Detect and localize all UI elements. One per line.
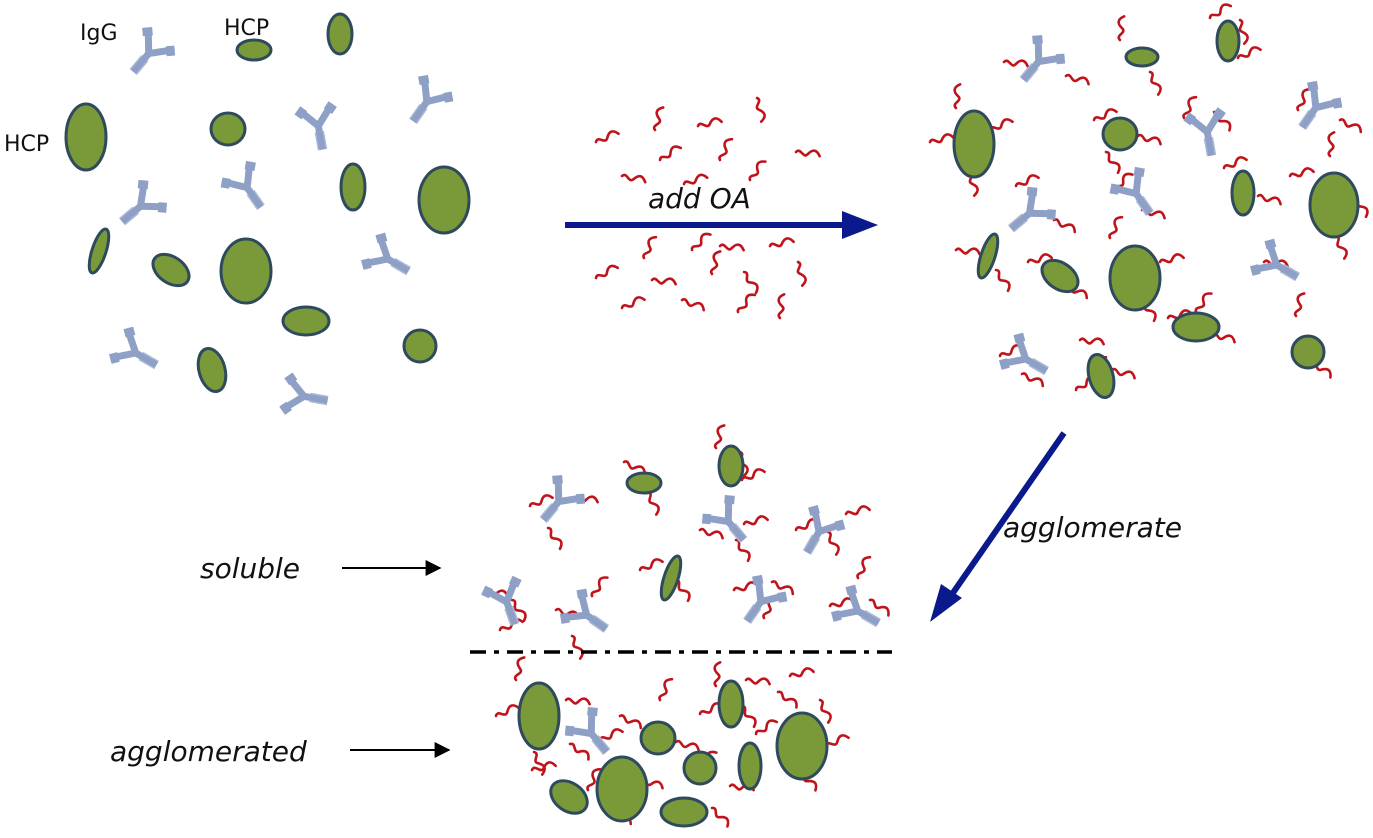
hcp-particle — [64, 102, 108, 172]
oa-molecule — [714, 135, 735, 163]
hcp-particle — [682, 750, 718, 786]
hcp-particle — [1101, 116, 1139, 152]
oa-molecule — [650, 274, 678, 288]
oa-molecule — [656, 142, 683, 163]
hcp-particle — [976, 232, 1000, 280]
igg-antibody — [483, 578, 532, 631]
igg-antibody — [297, 104, 340, 153]
oa-molecule — [638, 233, 659, 261]
label-hcp-left: HCP — [4, 132, 49, 157]
hcp-particle — [595, 755, 649, 823]
panel-oa-coated-mixture — [927, 0, 1372, 399]
hcp-particle — [1171, 311, 1221, 343]
label-add-oa: add OA — [648, 182, 751, 215]
hcp-particle — [517, 681, 561, 751]
hcp-particle — [1215, 19, 1241, 63]
igg-antibody — [119, 27, 174, 83]
oa-molecule — [620, 170, 648, 186]
igg-antibody — [832, 586, 887, 639]
igg-antibody — [1000, 187, 1056, 242]
oa-molecule — [767, 236, 796, 250]
hcp-particle — [1124, 46, 1160, 68]
hcp-particle — [659, 554, 683, 602]
igg-antibody — [110, 328, 165, 381]
hcp-particle — [326, 12, 354, 56]
oa-molecule — [592, 262, 620, 281]
igg-antibody — [1111, 168, 1165, 224]
hcp-particle — [1086, 353, 1116, 399]
panel-soluble-fraction — [482, 422, 893, 661]
igg-antibodies-soluble — [483, 475, 887, 643]
oa-molecule — [741, 268, 762, 295]
oa-molecule — [687, 229, 713, 253]
hcp-particle — [625, 471, 663, 495]
add-oa-arrow — [565, 211, 878, 239]
label-agglomerate: agglomerate — [1003, 511, 1182, 544]
hcp-particle — [281, 305, 331, 337]
igg-antibody — [561, 590, 617, 644]
hcp-particle — [775, 711, 829, 781]
hcp-particle — [639, 720, 677, 756]
oa-molecule — [745, 157, 769, 183]
igg-antibody — [222, 162, 276, 218]
panel-initial-mixture: IgG HCP HCP — [4, 12, 471, 418]
igg-antibody — [362, 234, 417, 287]
oa-molecule — [794, 259, 808, 288]
oa-molecule — [706, 248, 724, 276]
oa-molecule — [695, 116, 724, 130]
label-hcp-top: HCP — [224, 16, 269, 41]
oa-coating-soluble — [482, 422, 893, 661]
oa-molecule — [619, 294, 647, 311]
igg-antibody — [398, 76, 452, 132]
igg-antibody — [111, 180, 167, 235]
oa-molecule — [718, 240, 746, 254]
oa-molecule — [753, 95, 767, 124]
hcp-particle — [1308, 171, 1360, 239]
hcp-particle — [235, 38, 273, 62]
hcp-particle — [952, 109, 996, 179]
hcp-particle — [151, 252, 191, 288]
oa-molecule — [774, 292, 788, 320]
oa-molecule — [593, 128, 621, 145]
oa-molecule — [679, 294, 707, 314]
hcp-particle — [737, 741, 763, 791]
hcp-particle — [196, 346, 228, 394]
hcp-particle — [417, 165, 471, 235]
igg-antibody — [1251, 240, 1306, 293]
hcp-particles-panel2 — [952, 19, 1360, 399]
igg-antibody — [282, 375, 331, 418]
oa-molecule — [733, 290, 758, 315]
oa-molecule — [794, 146, 822, 160]
igg-antibody — [1186, 110, 1229, 159]
igg-antibody — [1287, 82, 1341, 138]
hcp-particle — [219, 237, 273, 305]
hcp-particle — [87, 227, 111, 275]
label-soluble: soluble — [200, 552, 300, 585]
agglomerate-arrow — [930, 431, 1067, 622]
hcp-particles — [64, 12, 471, 394]
hcp-particle — [659, 796, 709, 828]
hcp-particle — [1108, 244, 1162, 312]
igg-antibodies-panel2 — [1000, 35, 1342, 386]
hcp-particle — [549, 779, 589, 815]
hcp-particle — [1230, 169, 1256, 217]
hcp-particle — [1040, 258, 1080, 294]
hcp-particles-soluble — [625, 444, 745, 602]
igg-antibodies — [110, 27, 452, 418]
igg-antibody — [732, 576, 786, 632]
label-igg: IgG — [80, 21, 118, 46]
label-agglomerated: agglomerated — [110, 735, 307, 768]
hcp-particle — [339, 162, 367, 212]
hcp-particle — [717, 679, 745, 729]
hcp-particle — [717, 444, 745, 488]
hcp-particle — [402, 328, 438, 364]
oa-molecule — [649, 104, 667, 132]
hcp-particles-agglomerated — [517, 679, 829, 828]
hcp-particle — [209, 111, 247, 147]
panel-agglomerated-fraction — [493, 654, 851, 829]
hcp-particle — [1290, 334, 1326, 370]
